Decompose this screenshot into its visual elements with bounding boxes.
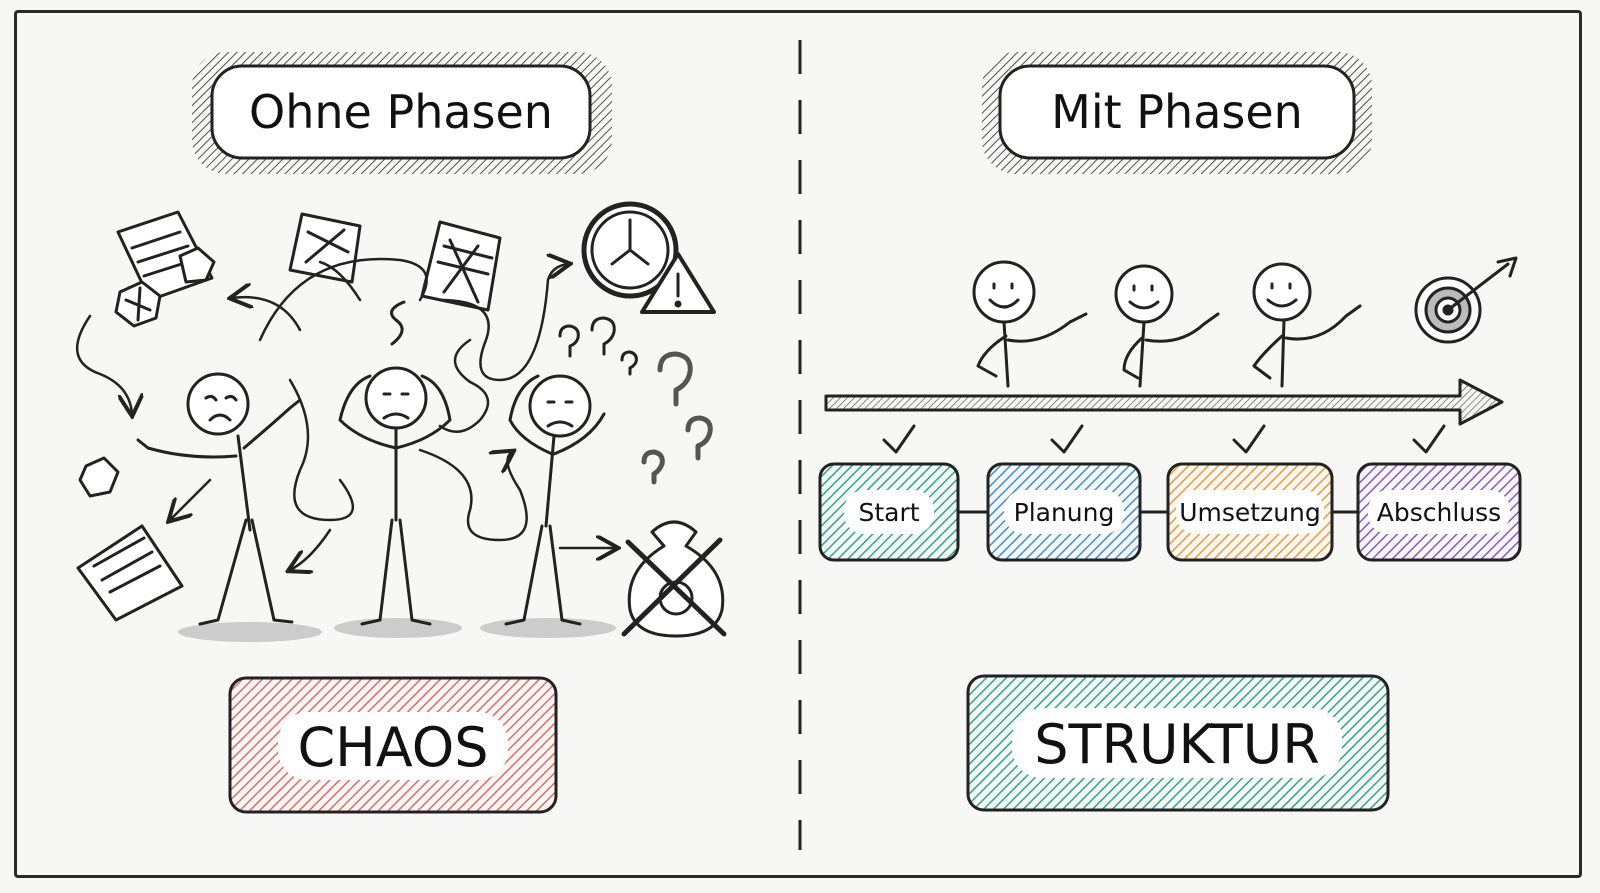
phase-planung: Planung [986, 462, 1142, 562]
phase-abschluss: Abschluss [1356, 462, 1522, 562]
target-icon [1414, 256, 1518, 344]
chaos-label: CHAOS [297, 716, 488, 779]
left-title-badge: Ohne Phasen [192, 52, 612, 174]
left-title: Ohne Phasen [249, 85, 553, 139]
arrow-icon [824, 378, 1504, 426]
document-icon [420, 220, 502, 312]
stick-figure-icon [480, 374, 616, 638]
phase-start: Start [818, 462, 960, 562]
svg-text:Abschluss: Abschluss [1377, 498, 1501, 527]
stick-figure-icon [1252, 262, 1362, 388]
struktur-badge: STRUKTUR [966, 674, 1390, 812]
stick-figure-icon [136, 372, 322, 642]
money-bag-icon [621, 520, 727, 638]
crumpled-paper-icon [114, 280, 162, 328]
right-title-badge: Mit Phasen [982, 52, 1372, 174]
phase-umsetzung: Umsetzung [1166, 462, 1334, 562]
chaos-badge: CHAOS [228, 676, 558, 814]
stick-figure-icon [334, 300, 462, 638]
question-mark-icon [558, 316, 713, 485]
crumpled-paper-icon [178, 246, 216, 284]
checkmark-icon [882, 424, 1446, 454]
document-icon [288, 212, 362, 284]
svg-text:Planung: Planung [1014, 498, 1115, 527]
stick-figure-icon [972, 260, 1088, 388]
struktur-label: STRUKTUR [1034, 713, 1320, 776]
warning-icon [640, 252, 716, 314]
arrow-icon [75, 259, 616, 570]
svg-text:Umsetzung: Umsetzung [1179, 498, 1321, 527]
right-title: Mit Phasen [1051, 85, 1303, 139]
document-icon [76, 524, 184, 622]
stick-figure-icon [1114, 264, 1220, 388]
svg-text:Start: Start [858, 498, 919, 527]
crumpled-paper-icon [78, 456, 120, 498]
